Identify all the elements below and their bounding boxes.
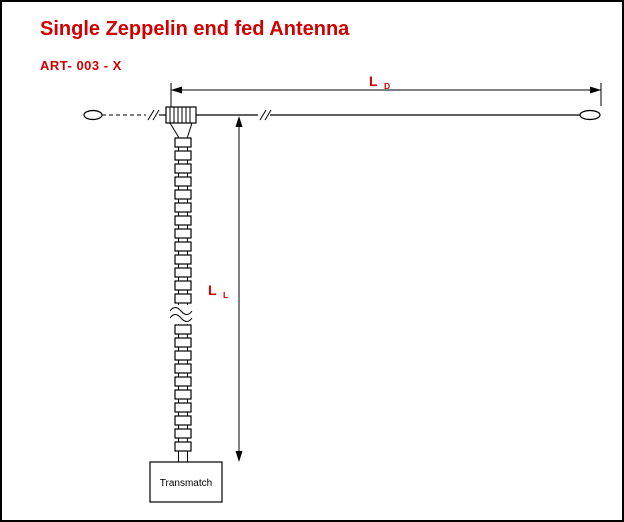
ladder-segment xyxy=(174,428,192,439)
ladder-feedline xyxy=(169,122,193,462)
dim-ld-subscript: D xyxy=(384,81,390,91)
dim-ll-subscript: L xyxy=(223,290,228,300)
wire-break-left-icon xyxy=(147,109,155,121)
ladder-segment xyxy=(174,280,192,291)
left-end-insulator xyxy=(83,109,103,121)
dim-ll-label: L xyxy=(208,282,217,298)
ladder-segment xyxy=(174,176,192,187)
arrowhead-down-icon xyxy=(235,451,243,462)
ladder-segment xyxy=(174,324,192,335)
ladder-segment xyxy=(174,441,192,452)
ladder-segment xyxy=(174,415,192,426)
ladder-segment xyxy=(174,363,192,374)
doc-reference: ART- 003 - X xyxy=(40,58,122,73)
ladder-segment xyxy=(174,350,192,361)
ladder-segment xyxy=(174,163,192,174)
transmatch-unit: Transmatch xyxy=(149,461,223,503)
ladder-segment xyxy=(174,137,192,148)
dimension-vertical: L L xyxy=(208,116,243,462)
ladder-segment xyxy=(174,293,192,304)
ladder-segment xyxy=(174,376,192,387)
funnel-line xyxy=(187,122,193,138)
ladder-segment xyxy=(174,215,192,226)
wire-break-right-icon xyxy=(259,109,267,121)
page-title: Single Zeppelin end fed Antenna xyxy=(40,18,350,40)
arrowhead-left-icon xyxy=(171,86,182,94)
ladder-segment xyxy=(174,189,192,200)
antenna-wire xyxy=(83,106,601,124)
ladder-segment xyxy=(174,241,192,252)
ladder-segment xyxy=(174,228,192,239)
wire-break-left-icon xyxy=(152,109,160,121)
ladder-segment xyxy=(174,202,192,213)
funnel-line xyxy=(169,122,179,138)
wire-break-right-icon xyxy=(264,109,272,121)
ladder-segment xyxy=(174,389,192,400)
dim-ld-label: L xyxy=(369,73,378,89)
ladder-break-icon xyxy=(169,314,193,322)
arrowhead-up-icon xyxy=(235,116,243,127)
feedpoint-insulator xyxy=(165,106,197,124)
ladder-segment xyxy=(174,337,192,348)
ladder-segment xyxy=(174,150,192,161)
ladder-segment xyxy=(174,402,192,413)
right-end-insulator xyxy=(579,109,601,121)
ladder-segment xyxy=(174,254,192,265)
dimension-horizontal: L D xyxy=(170,73,602,109)
transmatch-box xyxy=(149,461,223,503)
arrowhead-right-icon xyxy=(590,86,601,94)
transmatch-label: Transmatch xyxy=(160,478,212,489)
ladder-break-icon xyxy=(169,307,193,315)
ladder-segment xyxy=(174,267,192,278)
